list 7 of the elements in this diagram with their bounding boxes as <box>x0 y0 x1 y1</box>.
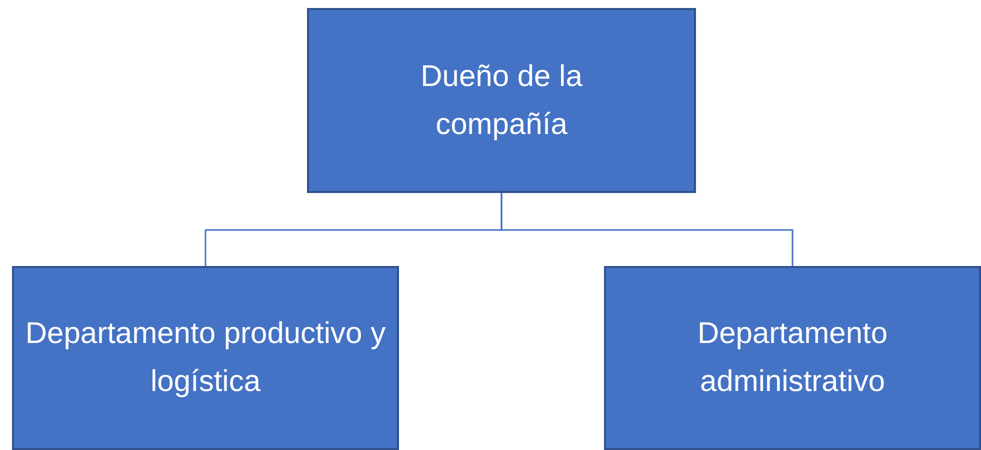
org-box <box>307 8 696 193</box>
box-label: Departamento productivo y logística <box>24 316 387 400</box>
org-box <box>604 266 981 450</box>
box-label: Departamento administrativo <box>696 316 889 400</box>
connector-line <box>500 193 794 266</box>
org-box <box>12 266 399 450</box>
box-label: Dueño de la compañía <box>420 58 584 142</box>
